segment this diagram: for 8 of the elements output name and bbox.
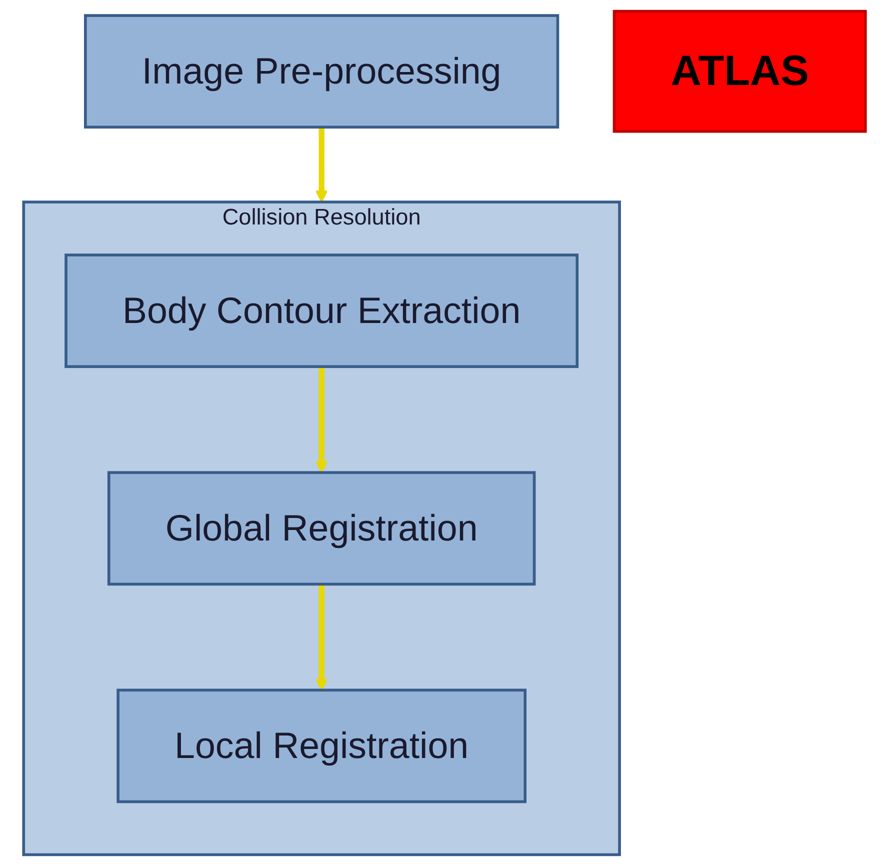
node-box: ATLAS — [612, 10, 867, 133]
node-box: Body Contour Extraction — [64, 254, 579, 368]
node-box: Local Registration — [116, 688, 526, 804]
arrow — [315, 366, 328, 474]
node-box: Image Pre-processing — [84, 14, 560, 129]
arrow — [315, 127, 328, 203]
arrow — [315, 584, 328, 691]
node-box: Global Registration — [107, 471, 536, 586]
